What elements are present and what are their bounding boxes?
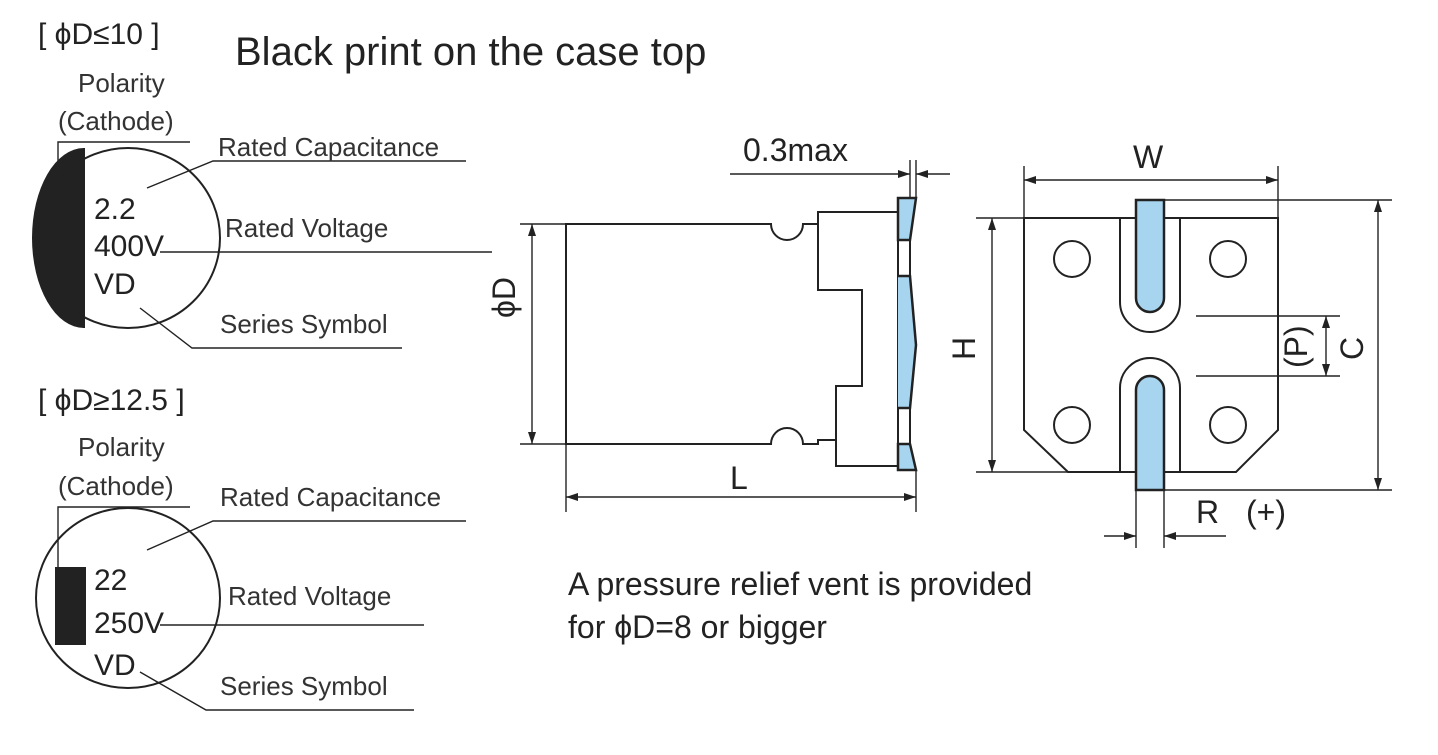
large-case-outline: [35, 507, 221, 689]
large-case-marking: [35, 506, 466, 711]
small-series-label: Series Symbol: [220, 309, 388, 339]
terminal-width-label: R: [1196, 494, 1220, 530]
small-capacitance-value: 2.2: [94, 193, 136, 226]
hole-top-right: [1209, 240, 1247, 278]
pressure-vent-note-line1: A pressure relief vent is provided: [568, 566, 1033, 602]
small-series-value: VD: [94, 268, 136, 301]
large-case-cathode-bar: [55, 567, 86, 645]
large-series-label: Series Symbol: [220, 671, 388, 701]
pitch-label: (P): [1278, 325, 1314, 368]
small-case-marking: [32, 141, 492, 349]
small-voltage-label: Rated Voltage: [225, 213, 389, 243]
large-series-value: VD: [94, 649, 136, 682]
small-polarity-label-1: Polarity: [78, 68, 165, 98]
large-voltage-value: 250V: [94, 607, 165, 640]
small-capacitance-leader: [146, 160, 466, 189]
bottom-terminal-lower: [1134, 374, 1166, 492]
large-capacitance-leader: [146, 520, 466, 551]
small-polarity-label-2: (Cathode): [58, 106, 174, 136]
page-title: Black print on the case top: [235, 30, 707, 74]
diameter-label: ϕD: [486, 276, 522, 318]
large-polarity-label-2: (Cathode): [58, 471, 174, 501]
large-polarity-label-1: Polarity: [78, 432, 165, 462]
small-series-leader: [139, 307, 402, 349]
large-polarity-leader: [57, 506, 190, 567]
side-view-body: [565, 211, 899, 467]
bottom-terminal-upper: [1134, 198, 1166, 314]
large-voltage-label: Rated Voltage: [228, 581, 392, 611]
small-voltage-value: 400V: [94, 230, 165, 263]
small-case-outline: [35, 147, 221, 329]
hole-bottom-left: [1053, 406, 1091, 444]
plus-terminal-label: (+): [1246, 494, 1286, 530]
large-capacitance-value: 22: [94, 564, 128, 597]
hole-bottom-right: [1209, 406, 1247, 444]
height-label: H: [946, 336, 982, 360]
small-case-header: [ ϕD≤10 ]: [38, 18, 160, 51]
large-series-leader: [139, 671, 414, 711]
side-view: [520, 160, 950, 512]
bottom-view: [976, 166, 1392, 548]
max-thickness-label: 0.3max: [743, 132, 848, 168]
length-label: L: [730, 460, 748, 496]
large-capacitance-label: Rated Capacitance: [220, 482, 442, 512]
side-terminal-lower: [896, 442, 918, 472]
small-case-cathode-band: [32, 148, 84, 328]
small-polarity-leader: [57, 141, 190, 205]
width-label: W: [1133, 139, 1164, 175]
overall-length-label: C: [1334, 336, 1370, 360]
side-terminal-upper: [896, 196, 918, 242]
small-capacitance-label: Rated Capacitance: [218, 132, 440, 162]
large-case-header: [ ϕD≥12.5 ]: [38, 384, 185, 417]
pressure-vent-note-line2: for ϕD=8 or bigger: [568, 609, 827, 645]
hole-top-left: [1053, 240, 1091, 278]
